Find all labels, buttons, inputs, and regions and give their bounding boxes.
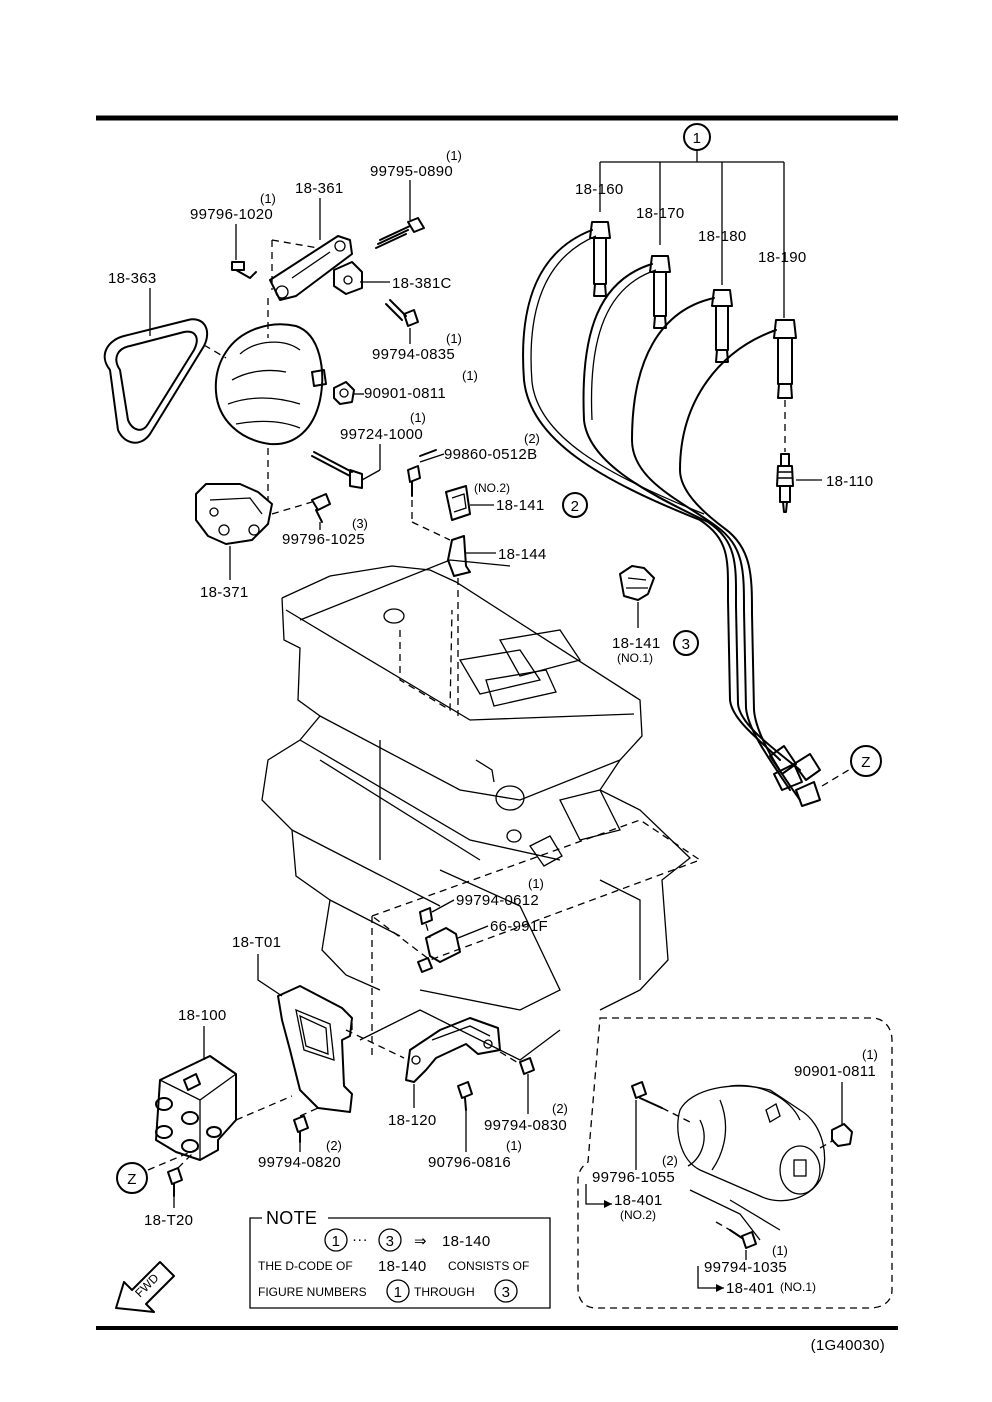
svg-text:···: ··· <box>352 1231 368 1248</box>
label-18-361: 18-361 <box>295 180 344 197</box>
callout-3 <box>673 630 699 656</box>
svg-text:1: 1 <box>394 1284 403 1301</box>
label-99794-0830: 99794-0830 <box>484 1117 567 1134</box>
svg-text:3: 3 <box>682 636 691 653</box>
label-66-991f: 66-991F <box>490 918 548 935</box>
label-18-t20: 18-T20 <box>144 1212 193 1229</box>
label-90796-0816: 90796-0816 <box>428 1154 511 1171</box>
coil-end-boots <box>769 745 821 807</box>
callout-z-left <box>116 1162 148 1194</box>
callout-z-right <box>850 745 882 777</box>
starter-drawing <box>631 1081 853 1249</box>
label-18-120: 18-120 <box>388 1112 437 1129</box>
plug-boot-180 <box>711 289 733 363</box>
qty-99795-0890: (1) <box>446 148 462 163</box>
qty-90901-0811-top: (1) <box>462 368 478 383</box>
qty-90796-0816: (1) <box>506 1138 522 1153</box>
label-18-141-upper: 18-141 <box>496 497 545 514</box>
label-no2-starter: (NO.2) <box>620 1208 656 1222</box>
label-18-110: 18-110 <box>826 473 873 490</box>
qty-99794-0835: (1) <box>446 331 462 346</box>
label-99860-0512b: 99860-0512B <box>444 446 537 463</box>
label-18-160: 18-160 <box>575 181 624 198</box>
diagram-code: (1G40030) <box>811 1337 885 1354</box>
svg-text:18-140: 18-140 <box>442 1233 491 1250</box>
label-99796-1020: 99796-1020 <box>190 206 273 223</box>
ignition-wires: 1 <box>522 123 882 807</box>
wire-clips-drawing <box>407 449 655 716</box>
label-18-363: 18-381C <box>392 275 452 292</box>
label-18-371: 18-371 <box>200 584 249 601</box>
qty-99796-1055: (2) <box>662 1153 678 1168</box>
plug-boot-190 <box>773 319 797 399</box>
callout-2 <box>562 492 588 518</box>
svg-text:3: 3 <box>502 1284 511 1301</box>
label-99795-0890: 99795-0890 <box>370 163 453 180</box>
label-90901-0811-top: 90901-0811 <box>364 385 446 402</box>
label-18-144: 18-144 <box>498 546 547 563</box>
starter-dash-box <box>577 1017 893 1309</box>
engine-dash-a <box>399 609 453 712</box>
svg-text:THROUGH: THROUGH <box>414 1285 475 1299</box>
spark-plug-drawing <box>776 453 794 513</box>
label-18-190: 18-190 <box>758 249 807 266</box>
label-18-401-no1: 18-401 <box>726 1280 775 1297</box>
qty-99794-0830: (2) <box>552 1101 568 1116</box>
label-99794-0612: 99794-0612 <box>456 892 539 909</box>
qty-99794-0612: (1) <box>528 876 544 891</box>
fwd-label: FWD <box>132 1271 161 1300</box>
label-99794-1035: 99794-1035 <box>704 1259 787 1276</box>
note-box: NOTE 1 ··· 3 ⇒ 18-140 THE D-CODE OF 18-1… <box>249 1208 551 1309</box>
qty-99794-0820: (2) <box>326 1138 342 1153</box>
label-18-141-lower: 18-141 <box>612 635 661 652</box>
label-18-401-no2: 18-401 <box>614 1192 663 1209</box>
alternator-drawing <box>103 217 425 545</box>
qty-90901-0811-starter: (1) <box>862 1047 878 1062</box>
qty-99860-0512b: (2) <box>524 431 540 446</box>
label-99796-1055: 99796-1055 <box>592 1169 675 1186</box>
label-18-170: 18-170 <box>636 205 685 222</box>
label-99796-1025: 99796-1025 <box>282 531 365 548</box>
fwd-arrow: FWD <box>115 1261 175 1313</box>
svg-text:Z: Z <box>127 1171 136 1188</box>
label-18-t01: 18-T01 <box>232 934 281 951</box>
svg-text:1: 1 <box>332 1233 341 1250</box>
note-title: NOTE <box>266 1208 317 1228</box>
svg-text:1: 1 <box>693 130 702 147</box>
label-99724-1000: 99724-1000 <box>340 426 423 443</box>
label-no1-starter: (NO.1) <box>780 1280 816 1294</box>
plug-boot-170 <box>649 255 671 329</box>
svg-text:3: 3 <box>386 1233 395 1250</box>
engine-block-drawing <box>261 559 691 1061</box>
label-no1-clip: (NO.1) <box>617 651 653 665</box>
svg-text:Z: Z <box>861 754 870 771</box>
sensor-drawing <box>417 907 461 973</box>
svg-text:18-140: 18-140 <box>378 1258 427 1275</box>
label-18-180: 18-180 <box>698 228 747 245</box>
qty-99796-1020: (1) <box>260 191 276 206</box>
svg-text:⇒: ⇒ <box>414 1233 427 1250</box>
plug-boot-160 <box>589 221 611 297</box>
svg-text:THE D-CODE OF: THE D-CODE OF <box>258 1259 353 1273</box>
qty-99796-1025: (3) <box>352 516 368 531</box>
svg-text:2: 2 <box>571 498 580 515</box>
label-no2-clip: (NO.2) <box>474 481 510 495</box>
qty-99794-1035: (1) <box>772 1243 788 1258</box>
label-99794-0820: 99794-0820 <box>258 1154 341 1171</box>
label-90901-0811-starter: 90901-0811 <box>794 1063 876 1080</box>
coil-bracket-drawing: Z <box>116 985 535 1197</box>
svg-text:FIGURE NUMBERS: FIGURE NUMBERS <box>258 1285 367 1299</box>
label-99794-0835: 99794-0835 <box>372 346 455 363</box>
qty-99724-1000: (1) <box>410 410 426 425</box>
label-18-100: 18-100 <box>178 1007 227 1024</box>
svg-text:CONSISTS OF: CONSISTS OF <box>448 1259 529 1273</box>
label-18-381c: 18-363 <box>108 270 157 287</box>
